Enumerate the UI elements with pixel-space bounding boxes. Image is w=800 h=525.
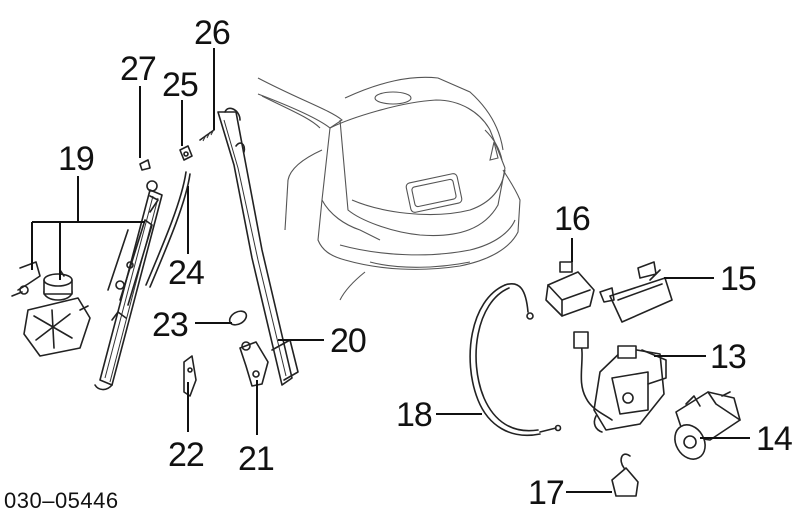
callout-labels: 26 27 25 19 24 23 20 22 21 16 15 13 18 1…	[58, 14, 793, 512]
callout-23: 23	[152, 306, 188, 344]
part-20-garnish	[217, 107, 299, 386]
callout-18: 18	[396, 396, 432, 434]
callout-15: 15	[720, 260, 756, 298]
callout-27: 27	[120, 50, 156, 88]
part-23-pad	[228, 310, 248, 326]
part-25-fastener	[179, 145, 193, 161]
callout-13: 13	[710, 338, 746, 376]
callout-22: 22	[168, 436, 204, 474]
part-17-clip	[611, 453, 639, 497]
callout-26: 26	[194, 14, 230, 52]
part-18-cable	[469, 283, 562, 436]
part-26-screw	[199, 128, 215, 142]
part-19-regulator-assembly	[11, 180, 163, 391]
part-27-clip	[139, 159, 151, 171]
callout-25: 25	[162, 66, 198, 104]
callout-17: 17	[528, 474, 564, 512]
drawing-code: 030–05446	[4, 488, 119, 513]
callout-21: 21	[238, 440, 274, 478]
part-21-bracket	[239, 341, 269, 387]
callout-24: 24	[168, 254, 204, 292]
part-16-actuator	[545, 261, 595, 317]
part-22-bracket	[183, 355, 197, 397]
part-13-latch	[573, 331, 667, 433]
part-24-rod	[145, 171, 191, 288]
leader-lines	[31, 48, 750, 493]
part-14-motor	[674, 391, 741, 460]
callout-14: 14	[756, 420, 792, 458]
part-15-handle	[599, 261, 673, 323]
callout-16: 16	[554, 200, 590, 238]
vehicle-rear-illustration	[257, 76, 521, 301]
callout-19: 19	[58, 140, 94, 178]
callout-20: 20	[330, 322, 366, 360]
